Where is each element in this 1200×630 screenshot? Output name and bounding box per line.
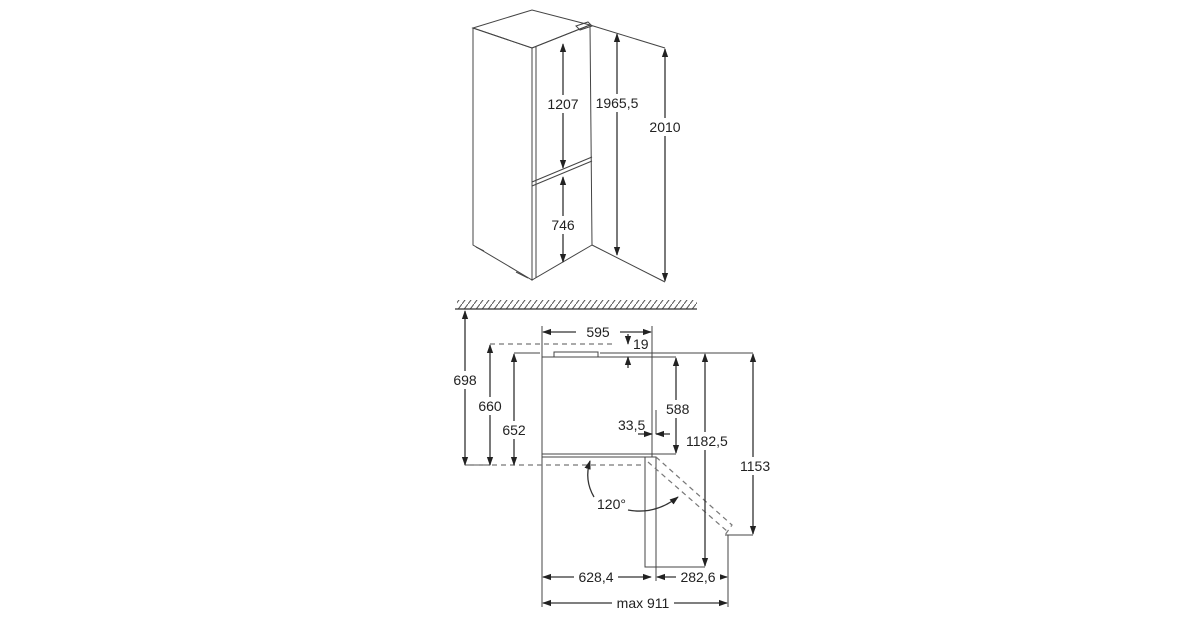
opening-angle-label: 120°: [597, 496, 626, 512]
fridge-front-face: [531, 24, 593, 281]
feet: [475, 246, 529, 279]
dim-652-label: 652: [502, 422, 526, 438]
dim-33-label: 33,5: [618, 417, 645, 433]
dim-1207-label: 1207: [547, 96, 578, 112]
extension-lines-2: [514, 352, 753, 607]
fridge-outline: [471, 9, 666, 283]
dim-1182-label: 1182,5: [686, 433, 728, 449]
door-split: [531, 156, 593, 187]
perspective-view: 1207 746 1965,5 2010: [471, 9, 683, 283]
door-open-dashed: [647, 456, 733, 536]
dim-746-label: 746: [551, 217, 575, 233]
extension-lines: [465, 326, 653, 607]
extension-line-top: [589, 24, 666, 49]
angle-arc-left: [584, 460, 595, 498]
closed-door: [541, 453, 653, 458]
dim-max911-label: max 911: [617, 595, 670, 611]
top-view: 698 660 652 595 19 588 33,5 1182,5 1153 …: [450, 300, 774, 611]
dim-660-label: 660: [478, 398, 502, 414]
hinge-cover: [553, 351, 599, 358]
fridge-top-face: [471, 9, 592, 49]
dim-698-label: 698: [453, 372, 477, 388]
wall-hatch: [457, 300, 697, 309]
dim-628-label: 628,4: [578, 569, 613, 585]
dim-19-label: 19: [633, 336, 649, 352]
fridge-side-face: [472, 27, 533, 281]
dim-588-label: 588: [666, 401, 690, 417]
dim-2010-label: 2010: [649, 119, 680, 135]
dim-1965-label: 1965,5: [596, 95, 639, 111]
dim-595-label: 595: [586, 324, 610, 340]
angle-arc-right: [627, 496, 679, 512]
fridge-body-top: [541, 356, 653, 455]
extension-line-bottom: [591, 244, 666, 283]
dim-282-label: 282,6: [680, 569, 715, 585]
open-door: [644, 456, 657, 568]
dim-1153-label: 1153: [740, 458, 770, 474]
